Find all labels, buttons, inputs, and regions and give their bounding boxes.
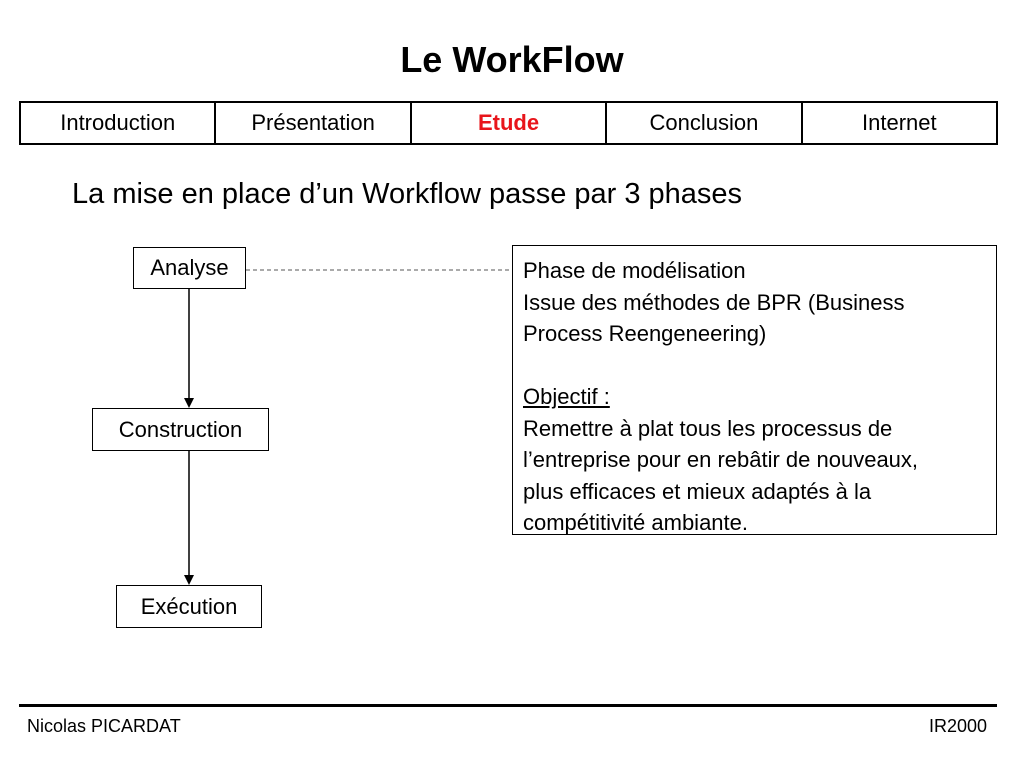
footer-code: IR2000	[928, 716, 987, 736]
description-line: Process Reengeneering)	[523, 321, 767, 346]
objective-heading: Objectif :	[523, 384, 610, 409]
footer-divider	[19, 704, 997, 707]
description-line: compétitivité ambiante.	[523, 510, 748, 535]
phase-description-box: Phase de modélisation Issue des méthodes…	[512, 245, 997, 535]
tab-presentation[interactable]: Présentation	[214, 103, 409, 143]
tab-internet[interactable]: Internet	[800, 103, 996, 143]
description-line: Remettre à plat tous les processus de	[523, 415, 893, 441]
description-spacer	[523, 350, 986, 382]
tab-etude[interactable]: Etude	[409, 103, 605, 143]
phase-box-execution: Exécution	[116, 585, 262, 628]
description-line: plus efficaces et mieux adaptés à la	[523, 478, 872, 504]
tab-introduction[interactable]: Introduction	[60, 110, 176, 135]
description-line: l’entreprise pour en rebâtir de nouveaux…	[523, 447, 919, 472]
phase-box-construction: Construction	[92, 408, 269, 451]
tab-conclusion[interactable]: Conclusion	[605, 103, 800, 143]
navigation-bar: Introduction Présentation Etude Conclusi…	[19, 101, 998, 145]
phase-box-analyse: Analyse	[133, 247, 246, 289]
description-line: Issue des méthodes de BPR (Business	[523, 289, 905, 315]
footer-author: Nicolas PICARDAT	[27, 716, 181, 736]
description-line: Phase de modélisation	[523, 258, 746, 283]
slide-title: Le WorkFlow	[400, 39, 624, 80]
intro-text: La mise en place d’un Workflow passe par…	[72, 178, 743, 210]
